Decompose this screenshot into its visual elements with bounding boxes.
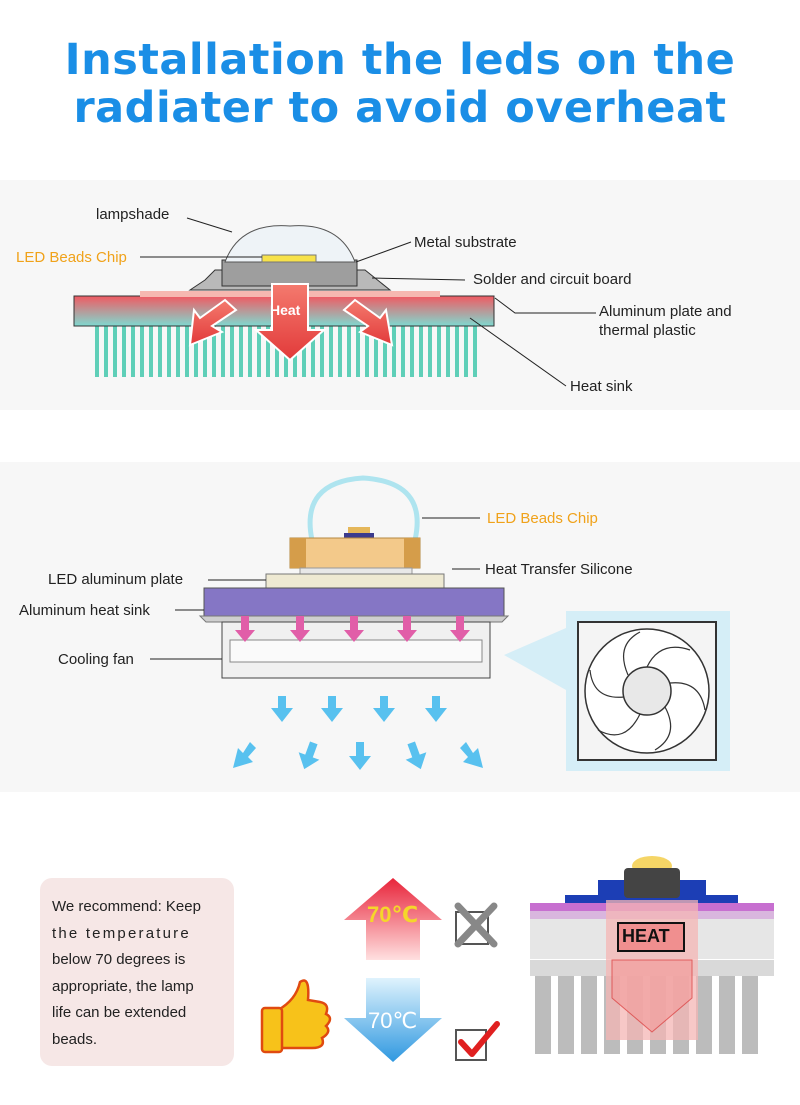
heat-arrow-left	[188, 298, 238, 347]
label-aluminum-plate-2: thermal plastic	[599, 322, 696, 339]
label-led-beads-chip-1: LED Beads Chip	[16, 249, 127, 266]
recommend-line: We recommend: Keep	[52, 898, 201, 915]
label-aluminum-heat-sink: Aluminum heat sink	[19, 602, 150, 619]
label-heat-transfer-silicone: Heat Transfer Silicone	[485, 561, 633, 578]
thumbs-up-icon	[260, 979, 332, 1054]
title-line-1: Installation the leds on the	[64, 35, 736, 85]
leader-lines-1	[140, 217, 596, 387]
title-line-2: radiater to avoid overheat	[73, 83, 727, 133]
label-aluminum-plate-1: Aluminum plate and	[599, 303, 732, 320]
check-icon	[455, 1021, 500, 1061]
recommend-line: the temperature	[52, 924, 191, 942]
led-chip	[261, 254, 317, 263]
temp-up-arrow	[344, 878, 442, 960]
cross-icon	[454, 902, 498, 948]
temp-down-label: 70℃	[368, 1008, 418, 1033]
page-title: Installation the leds on the radiater to…	[0, 36, 800, 132]
label-led-beads-chip-2: LED Beads Chip	[487, 510, 598, 527]
heat-arrow-right	[342, 298, 394, 347]
recommend-line: appropriate, the lamp	[52, 977, 194, 995]
label-lampshade: lampshade	[96, 206, 170, 223]
temp-down-arrow	[344, 978, 442, 1062]
recommend-text: We recommend: Keep the temperature below…	[52, 894, 224, 1053]
recommend-box	[40, 878, 234, 1066]
heat-badge: Heat	[270, 302, 301, 318]
leader-lines-2	[150, 517, 480, 660]
label-led-aluminum-plate: LED aluminum plate	[48, 571, 184, 588]
heat-sink-fins	[95, 325, 477, 377]
recommend-line: life can be extended	[52, 1004, 187, 1021]
heat-label: HEAT	[622, 926, 670, 946]
label-solder-circuit-board: Solder and circuit board	[473, 271, 632, 288]
metal-substrate	[221, 259, 358, 287]
label-heat-sink: Heat sink	[570, 378, 633, 395]
recommend-line: beads.	[52, 1030, 98, 1048]
label-cooling-fan: Cooling fan	[58, 651, 134, 668]
heat-box	[617, 922, 685, 952]
heatsink-illustration	[530, 856, 774, 1054]
aluminum-heat-sink	[203, 587, 505, 617]
heat-down-arrows	[235, 616, 470, 642]
lens-dome	[307, 475, 420, 541]
recommend-line: below 70 degrees is	[52, 951, 186, 968]
lampshade-dome	[224, 225, 356, 263]
airflow-arrows	[233, 696, 483, 770]
heat-arrow-down	[253, 283, 327, 362]
temp-up-label: 70℃	[367, 902, 419, 927]
label-metal-substrate: Metal substrate	[414, 234, 517, 251]
